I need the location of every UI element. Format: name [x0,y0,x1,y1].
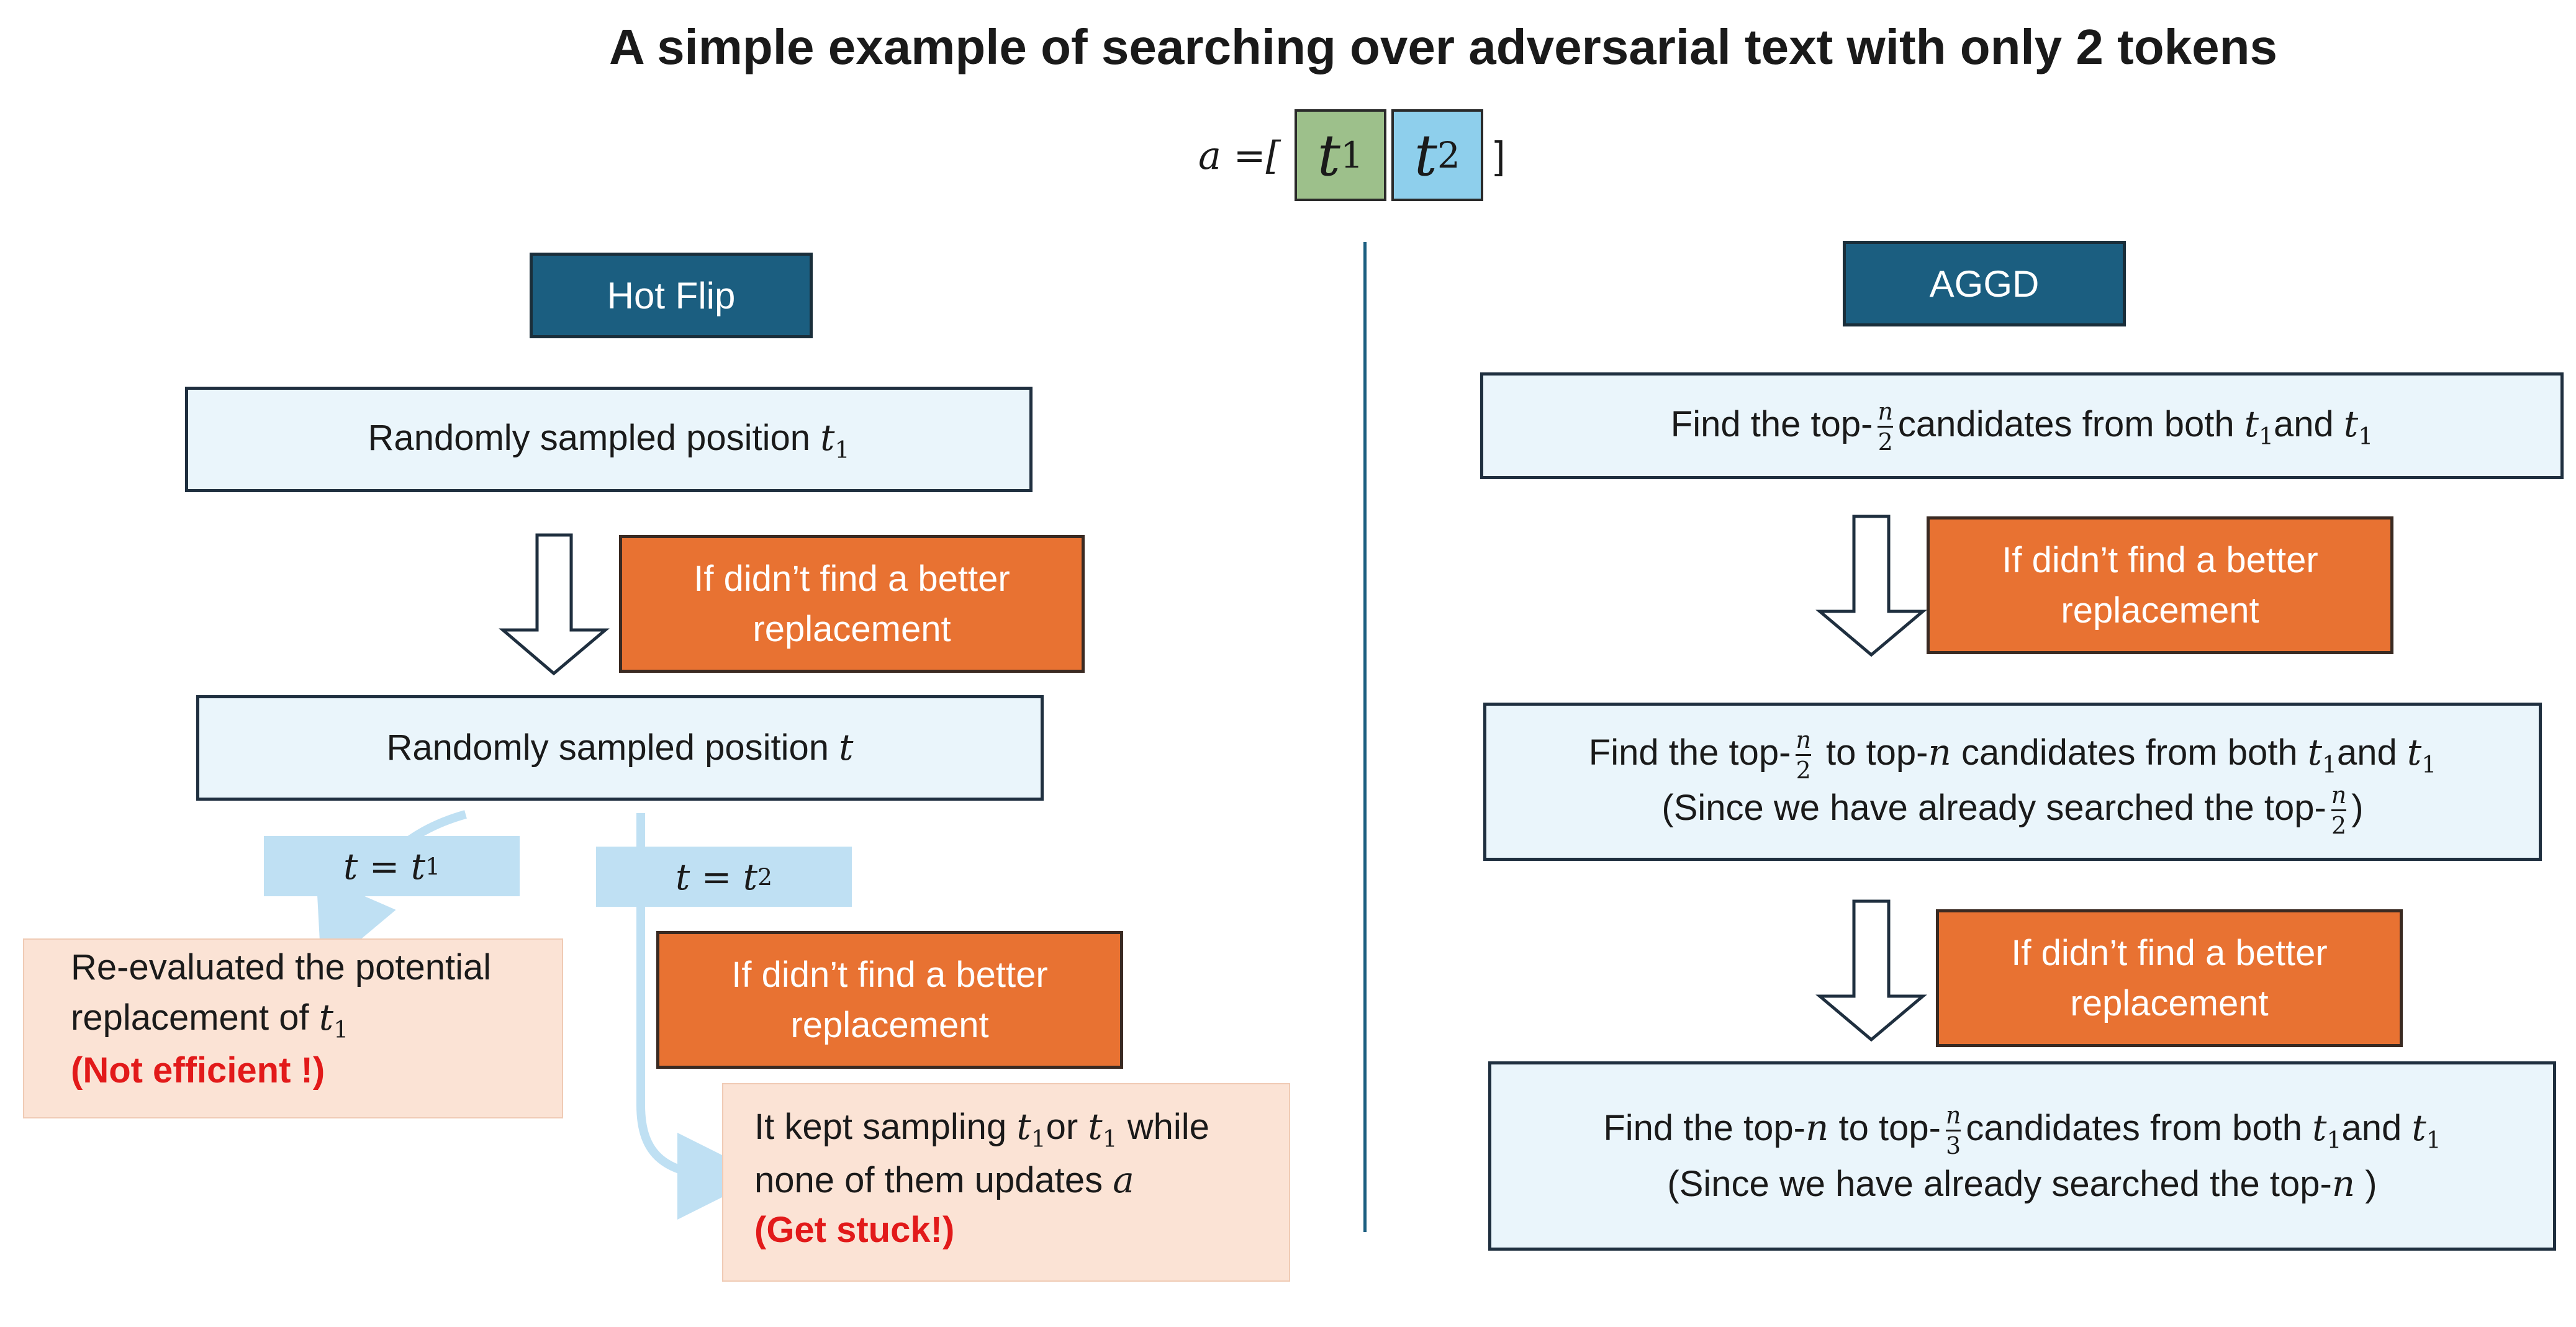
inefficiency-note: (Not efficient !) [71,1050,325,1091]
aggd-condition-1: If didn’t find a better replacement [1927,516,2393,654]
hotflip-condition-2: If didn’t find a better replacement [656,931,1123,1069]
vector-rhs: ] [1494,133,1506,177]
stuck-note: (Get stuck!) [754,1209,955,1250]
curved-arrow-icon [636,813,764,1220]
down-arrow-icon [499,533,610,676]
aggd-condition-2: If didn’t find a better replacement [1936,909,2403,1047]
hotflip-header: Hot Flip [530,253,813,338]
hotflip-outcome-t2: It kept sampling t1or t1 while none of t… [722,1083,1290,1282]
hotflip-step-2: Randomly sampled position t [196,695,1044,801]
down-arrow-icon [1815,899,1927,1042]
page-title: A simple example of searching over adver… [609,19,2277,74]
hotflip-condition-1: If didn’t find a better replacement [619,535,1085,673]
hotflip-outcome-t1: Re-evaluated the potential replacement o… [23,938,563,1118]
down-arrow-icon [1815,515,1927,657]
aggd-header: AGGD [1843,241,2126,326]
hotflip-step-1: Randomly sampled position t1 [185,387,1033,492]
vector-lhs: a =[ [1198,132,1281,178]
section-divider [1363,242,1367,1232]
